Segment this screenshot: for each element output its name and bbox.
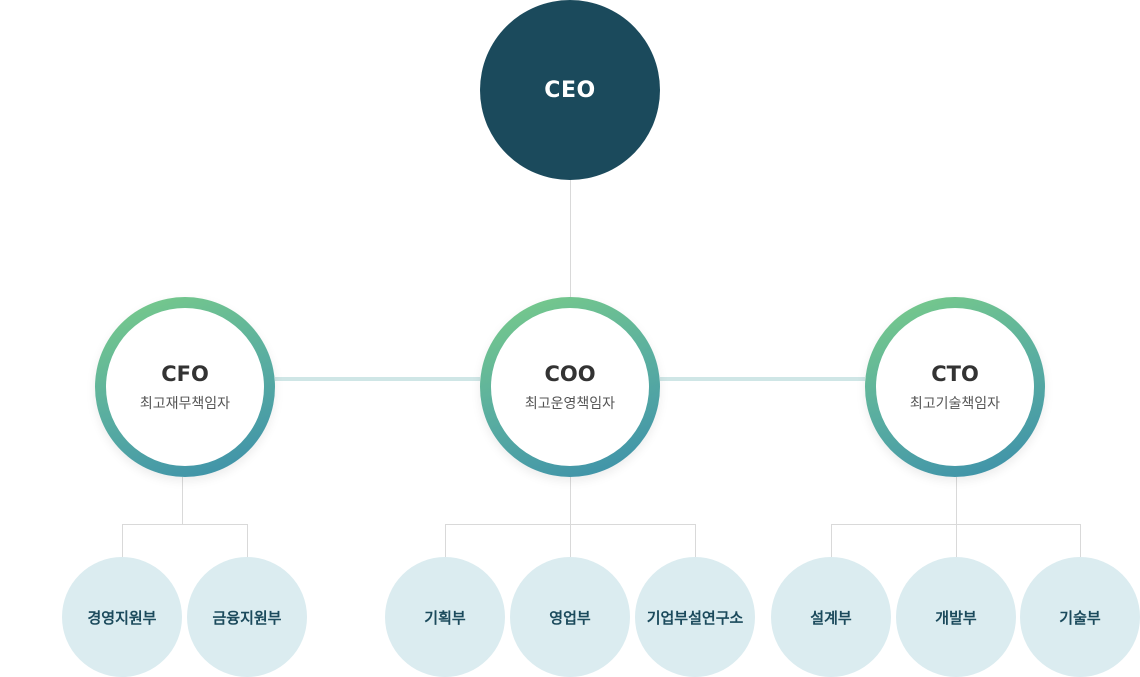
coo-subtitle: 최고운영책임자	[524, 395, 616, 412]
dept-node-sales: 영업부	[510, 557, 630, 677]
dept-node-management-support: 경영지원부	[62, 557, 182, 677]
connector-coo-branch	[445, 524, 696, 525]
cfo-title: CFO	[161, 361, 209, 386]
dept-node-planning: 기획부	[385, 557, 505, 677]
dept-node-development: 개발부	[896, 557, 1016, 677]
connector-cto-dept-3	[1080, 524, 1081, 557]
connector-coo-cto	[660, 377, 865, 381]
dept-label: 기술부	[1059, 608, 1101, 627]
cto-node-inner: CTO 최고기술책임자	[876, 308, 1034, 466]
dept-label: 경영지원부	[87, 608, 157, 627]
connector-cto-dept-1	[831, 524, 832, 557]
connector-cto-down	[956, 477, 957, 557]
coo-node: COO 최고운영책임자	[480, 297, 660, 477]
connector-cfo-branch	[122, 524, 248, 525]
cfo-subtitle: 최고재무책임자	[139, 395, 231, 412]
connector-cfo-dept-1	[122, 524, 123, 557]
dept-node-technology: 기술부	[1020, 557, 1140, 677]
connector-cfo-coo	[275, 377, 480, 381]
dept-node-finance-support: 금융지원부	[187, 557, 307, 677]
cto-title: CTO	[931, 361, 979, 386]
ceo-node: CEO	[480, 0, 660, 180]
cfo-node-inner: CFO 최고재무책임자	[106, 308, 264, 466]
dept-label: 영업부	[549, 608, 591, 627]
dept-node-design: 설계부	[771, 557, 891, 677]
connector-coo-dept-1	[445, 524, 446, 557]
coo-title: COO	[544, 361, 596, 386]
dept-label: 설계부	[810, 608, 852, 627]
dept-node-research-lab: 기업부설연구소	[635, 557, 755, 677]
cto-subtitle: 최고기술책임자	[909, 395, 1001, 412]
connector-cfo-dept-2	[247, 524, 248, 557]
dept-label: 기업부설연구소	[646, 608, 744, 627]
ceo-title: CEO	[544, 77, 596, 103]
dept-label: 금융지원부	[212, 608, 282, 627]
connector-coo-down	[570, 477, 571, 557]
connector-cto-branch	[831, 524, 1081, 525]
cfo-node: CFO 최고재무책임자	[95, 297, 275, 477]
dept-label: 기획부	[424, 608, 466, 627]
cto-node: CTO 최고기술책임자	[865, 297, 1045, 477]
dept-label: 개발부	[935, 608, 977, 627]
connector-coo-dept-3	[695, 524, 696, 557]
coo-node-inner: COO 최고운영책임자	[491, 308, 649, 466]
connector-ceo-coo	[570, 180, 571, 297]
connector-cfo-down	[182, 477, 183, 524]
